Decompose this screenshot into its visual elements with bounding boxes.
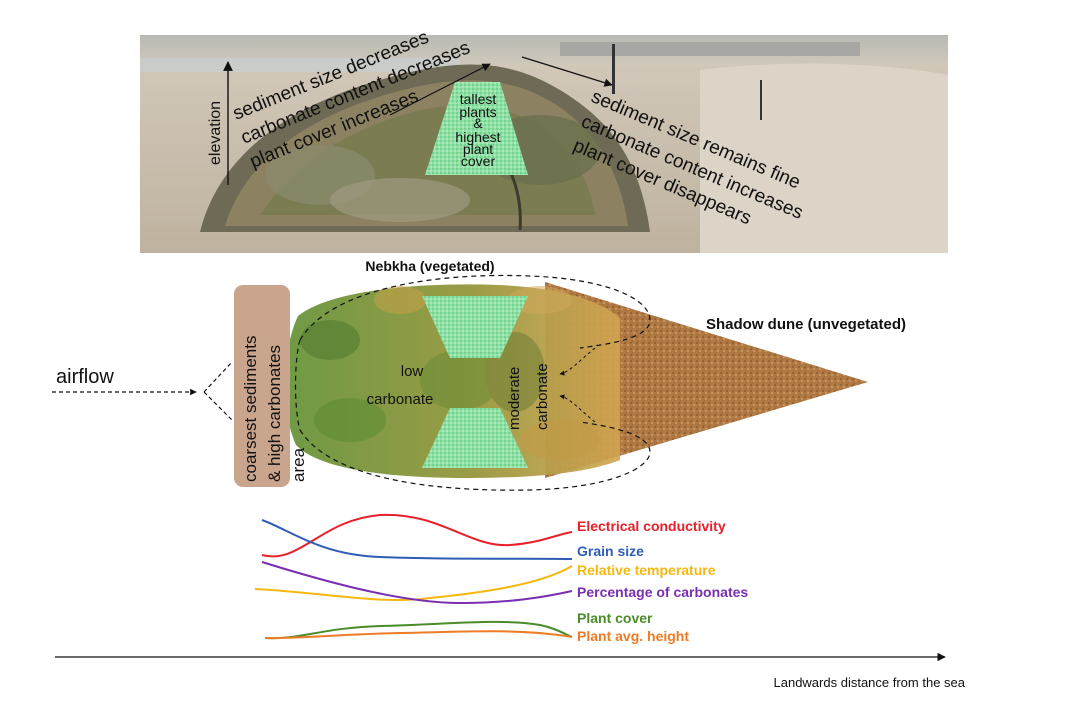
windward-band — [234, 285, 290, 487]
airflow-split-line — [203, 361, 233, 393]
plant-avg-height-curve — [264, 630, 573, 640]
legend-label-grain-size: Grain size — [577, 543, 644, 559]
relative-temperature-curve — [254, 565, 573, 602]
schematic-panel: Nebkha (vegetated) Shadow dune (unvegeta… — [52, 258, 906, 491]
airflow-label: airflow — [56, 366, 114, 388]
lower-crest-trapezoid — [422, 408, 528, 468]
elevation-label: elevation — [207, 101, 224, 165]
crest-text-line: highest — [455, 129, 500, 145]
electrical-conductivity-curve — [261, 513, 573, 558]
upper-crest-trapezoid — [422, 296, 528, 358]
leeward-flow-arrow — [559, 347, 596, 376]
leeward-flow-arrow — [559, 394, 596, 423]
nebkha-title: Nebkha (vegetated) — [365, 258, 494, 274]
grain-size-curve — [261, 519, 573, 560]
legend-label-plant-cover: Plant cover — [577, 610, 653, 626]
legend-label-electrical-conductivity: Electrical conductivity — [577, 518, 726, 534]
crest-text-line: cover — [461, 153, 496, 169]
low-carbonate-label: carbonate — [367, 391, 434, 408]
crest-text-line: plant — [463, 141, 493, 157]
legend-label-percentage-carbonates: Percentage of carbonates — [577, 584, 748, 600]
percentage-carbonates-curve — [261, 561, 573, 605]
windward-band-text: area — [289, 447, 308, 482]
shadow-dune-title: Shadow dune (unvegetated) — [706, 316, 906, 333]
trend-panel: Electrical conductivity Grain size Relat… — [55, 513, 966, 690]
moderate-carbonate-label: moderate — [506, 367, 523, 430]
windward-slope-arrow — [389, 63, 491, 116]
nebkha-outline-lower — [299, 421, 651, 491]
crest-text-line: plants — [459, 104, 496, 120]
distance-axis-label: Landwards distance from the sea — [774, 675, 966, 690]
nebkha-outline-windward — [294, 339, 301, 431]
legend-label-plant-avg-height: Plant avg. height — [577, 628, 689, 644]
moderate-carbonate-label: carbonate — [534, 363, 551, 430]
legend-label-relative-temperature: Relative temperature — [577, 562, 716, 578]
leeward-slope-arrow — [521, 56, 613, 87]
crest-text-line: tallest — [460, 91, 497, 107]
airflow-split-line — [203, 391, 233, 421]
crest-trapezoid — [425, 82, 528, 175]
windward-band-text: & high carbonates — [265, 345, 284, 482]
windward-band-text: coarsest sediments — [241, 336, 260, 482]
shadow-dune-shape — [545, 282, 868, 478]
low-carbonate-label: low — [401, 363, 424, 380]
crest-text-line: & — [473, 115, 483, 131]
plant-cover-curve — [264, 620, 573, 640]
photo-panel: tallest plants & highest plant cover ele… — [140, 27, 948, 254]
